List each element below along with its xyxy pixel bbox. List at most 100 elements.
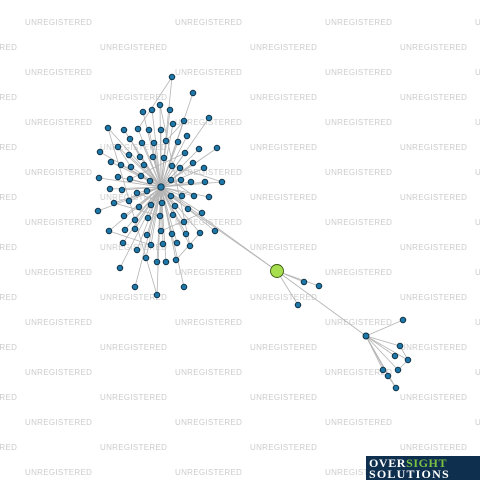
graph-node [162,137,170,145]
graph-node [140,161,148,169]
graph-edge [170,179,195,197]
watermark-text: UNREGISTERED [325,168,393,177]
watermark-text: UNREGISTERED [100,93,168,102]
graph-edge [98,177,162,188]
graph-edge [129,138,141,158]
watermark-text: UNREGISTERED [100,43,168,52]
graph-node [178,192,186,200]
graph-edge [160,186,203,214]
logo-line-2: SOLUTIONS [369,467,450,480]
watermark-text: UNREGISTERED [325,68,393,77]
graph-node [131,225,139,233]
graph-node [105,227,113,235]
watermark-text: UNREGISTERED [175,118,243,127]
graph-node [120,126,128,134]
graph-node [125,151,133,159]
watermark-text: UNREGISTERED [0,193,18,202]
graph-node [182,230,190,238]
graph-edge [160,152,186,188]
watermark-text: UNREGISTERED [0,443,18,452]
graph-node [294,301,302,309]
watermark-text: UNREGISTERED [0,343,18,352]
graph-node [119,239,127,247]
graph-edge [137,76,173,130]
graph-node [189,89,197,97]
watermark-text: UNREGISTERED [0,393,18,402]
graph-node [180,218,188,226]
graph-edge [128,154,162,188]
graph-edge [141,142,162,188]
graph-node [168,162,176,170]
graph-node [195,145,203,153]
graph-node [142,254,150,262]
graph-node [96,148,104,156]
graph-node [379,366,387,374]
watermark-text: UNREGISTERED [250,193,318,202]
oversight-solutions-logo: OVERSIGHT SOLUTIONS [366,456,480,480]
graph-edge [117,146,132,168]
watermark-text: UNREGISTERED [25,268,93,277]
graph-edge [128,186,162,202]
watermark-text: UNREGISTERED [175,368,243,377]
graph-edge [276,270,320,287]
graph-node [162,258,170,266]
watermark-text: UNREGISTERED [400,393,468,402]
graph-node [166,106,174,114]
graph-node [121,226,129,234]
graph-node [133,189,141,197]
graph-node [186,242,194,250]
graph-node [157,227,165,235]
watermark-text: UNREGISTERED [0,93,18,102]
graph-node [144,214,152,222]
graph-node [117,161,125,169]
graph-edge [107,127,162,188]
watermark-text: UNREGISTERED [250,243,318,252]
graph-edge [108,230,152,246]
watermark-text: UNREGISTERED [175,418,243,427]
graph-node [147,201,155,209]
watermark-text: UNREGISTERED [475,68,480,77]
watermark-text: UNREGISTERED [175,468,243,477]
graph-node [107,158,115,166]
graph-node [146,177,154,185]
graph-edge [365,335,401,347]
graph-edge [365,335,409,361]
graph-node [167,176,175,184]
watermark-text: UNREGISTERED [325,18,393,27]
graph-node [183,132,191,140]
watermark-text: UNREGISTERED [25,218,93,227]
graph-node [153,258,161,266]
watermark-text: UNREGISTERED [250,443,318,452]
graph-node [196,229,204,237]
graph-node [134,125,142,133]
graph-edge [160,165,173,188]
graph-hub-node [157,183,165,191]
graph-node [136,153,144,161]
graph-node [187,178,195,186]
watermark-text: UNREGISTERED [100,393,168,402]
watermark-text: UNREGISTERED [475,368,480,377]
graph-node [205,114,213,122]
watermark-text: UNREGISTERED [25,118,93,127]
watermark-text: UNREGISTERED [400,143,468,152]
graph-node [126,175,134,183]
watermark-text: UNREGISTERED [25,418,93,427]
graph-edge [165,120,185,142]
graph-node [114,173,122,181]
graph-edge [143,164,162,188]
graph-edge [365,319,404,337]
graph-edge [121,186,162,191]
watermark-text: UNREGISTERED [0,43,18,52]
graph-node [394,366,402,374]
watermark-text: UNREGISTERED [400,343,468,352]
watermark-text: UNREGISTERED [325,218,393,227]
watermark-text: UNREGISTERED [175,68,243,77]
graph-edge [151,109,162,188]
watermark-text: UNREGISTERED [400,443,468,452]
watermark-text: UNREGISTERED [325,368,393,377]
graph-node [94,207,102,215]
graph-node [391,352,399,360]
graph-center-node [270,264,284,278]
graph-hub-node [362,332,370,340]
